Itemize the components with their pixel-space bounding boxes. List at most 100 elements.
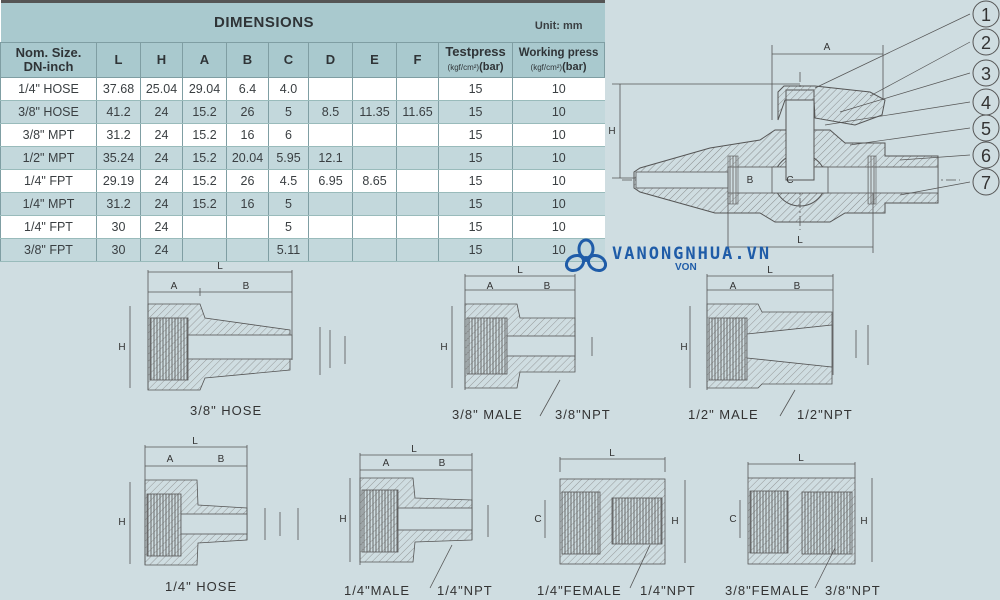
svg-text:H: H: [680, 342, 687, 353]
svg-text:L: L: [411, 444, 417, 455]
cell-C: 5: [268, 215, 309, 239]
caption-1-4-npt: 1/4"NPT: [437, 583, 493, 598]
cell-D: 12.1: [308, 146, 353, 170]
cell-C: 4.5: [268, 169, 309, 193]
cell-size: 3/8" MPT: [0, 123, 97, 147]
cell-L: 41.2: [96, 100, 141, 124]
cell-A: 15.2: [182, 192, 227, 216]
caption-1-2-male: 1/2" MALE: [688, 407, 759, 422]
cell-D: [308, 192, 353, 216]
cell-F: [395, 192, 439, 216]
fitting-1-2-male: [689, 274, 869, 417]
cell-size: 3/8" HOSE: [0, 100, 97, 124]
cell-F: 11.65: [395, 100, 439, 124]
cell-test: 15: [438, 169, 513, 193]
cell-work: 10: [512, 169, 605, 193]
cell-H: 24: [140, 146, 183, 170]
cell-A: 29.04: [182, 77, 227, 101]
cell-E: [352, 192, 397, 216]
fitting-1-4-male: [349, 453, 489, 589]
cell-H: 24: [140, 100, 183, 124]
cell-L: 31.2: [96, 123, 141, 147]
header-working-press: Working press(kgf/cm²)(bar): [512, 42, 606, 78]
dim-A: A: [824, 42, 831, 53]
fitting-1-4-hose: [129, 445, 299, 566]
header-A: A: [182, 42, 227, 78]
cell-H: 24: [140, 123, 183, 147]
caption-3-8-male: 3/8" MALE: [452, 407, 523, 422]
brand-name: VANONGNHUA.VN: [612, 244, 772, 264]
caption-1-4-male: 1/4"MALE: [344, 583, 411, 598]
cell-B: 16: [226, 192, 269, 216]
callout-1: 1: [981, 5, 991, 25]
caption-3-8-npt-female: 3/8"NPT: [825, 583, 881, 598]
cell-C: 5: [268, 192, 309, 216]
cell-size: 3/8" FPT: [0, 238, 97, 262]
cell-test: 15: [438, 215, 513, 239]
header-testpress: Testpress(kgf/cm²)(bar): [438, 42, 514, 78]
caption-3-8-female: 3/8"FEMALE: [725, 583, 810, 598]
caption-3-8-hose: 3/8" HOSE: [190, 403, 263, 418]
cell-A: [182, 238, 227, 262]
header-L: L: [96, 42, 141, 78]
valve-cross-section-drawing: 1 2 3 4 5 6 7 A H L B C: [608, 0, 1000, 253]
fitting-3-8-hose: [129, 270, 346, 391]
caption-1-2-npt: 1/2"NPT: [797, 407, 853, 422]
cell-C: 6: [268, 123, 309, 147]
cell-E: 11.35: [352, 100, 397, 124]
cell-B: 26: [226, 169, 269, 193]
cell-H: 24: [140, 169, 183, 193]
cell-B: [226, 238, 269, 262]
cell-D: 8.5: [308, 100, 353, 124]
cell-L: 37.68: [96, 77, 141, 101]
cell-L: 30: [96, 238, 141, 262]
cell-test: 15: [438, 192, 513, 216]
svg-text:A: A: [487, 281, 494, 292]
fitting-1-4-female: [544, 457, 686, 589]
caption-1-4-hose: 1/4" HOSE: [165, 579, 238, 594]
cell-work: 10: [512, 192, 605, 216]
cell-D: [308, 123, 353, 147]
header-F: F: [395, 42, 440, 78]
cell-D: [308, 215, 353, 239]
svg-text:A: A: [171, 281, 178, 292]
svg-text:L: L: [517, 265, 523, 276]
cell-F: [395, 146, 439, 170]
callout-3: 3: [981, 64, 991, 84]
cell-L: 35.24: [96, 146, 141, 170]
svg-text:A: A: [730, 281, 737, 292]
cell-A: 15.2: [182, 123, 227, 147]
header-D: D: [308, 42, 353, 78]
cell-size: 1/4" HOSE: [0, 77, 97, 101]
unit-label: Unit: mm: [438, 0, 605, 43]
cell-D: [308, 238, 353, 262]
cell-L: 31.2: [96, 192, 141, 216]
svg-text:B: B: [439, 458, 446, 469]
svg-text:H: H: [860, 516, 867, 527]
cell-size: 1/4" FPT: [0, 169, 97, 193]
cell-F: [395, 169, 439, 193]
cell-F: [395, 77, 439, 101]
cell-H: 25.04: [140, 77, 183, 101]
cell-E: [352, 146, 397, 170]
cell-test: 15: [438, 77, 513, 101]
svg-text:H: H: [440, 342, 447, 353]
svg-text:B: B: [243, 281, 250, 292]
callout-6: 6: [981, 146, 991, 166]
svg-text:A: A: [383, 458, 390, 469]
header-H: H: [140, 42, 183, 78]
svg-text:L: L: [798, 453, 804, 464]
svg-text:L: L: [609, 448, 615, 459]
svg-text:L: L: [767, 265, 773, 276]
cell-D: [308, 77, 353, 101]
svg-text:H: H: [671, 516, 678, 527]
dim-H: H: [608, 126, 615, 137]
cell-work: 10: [512, 123, 605, 147]
svg-text:H: H: [339, 514, 346, 525]
dim-L: L: [797, 235, 803, 246]
cell-F: [395, 123, 439, 147]
callout-7: 7: [981, 173, 991, 193]
